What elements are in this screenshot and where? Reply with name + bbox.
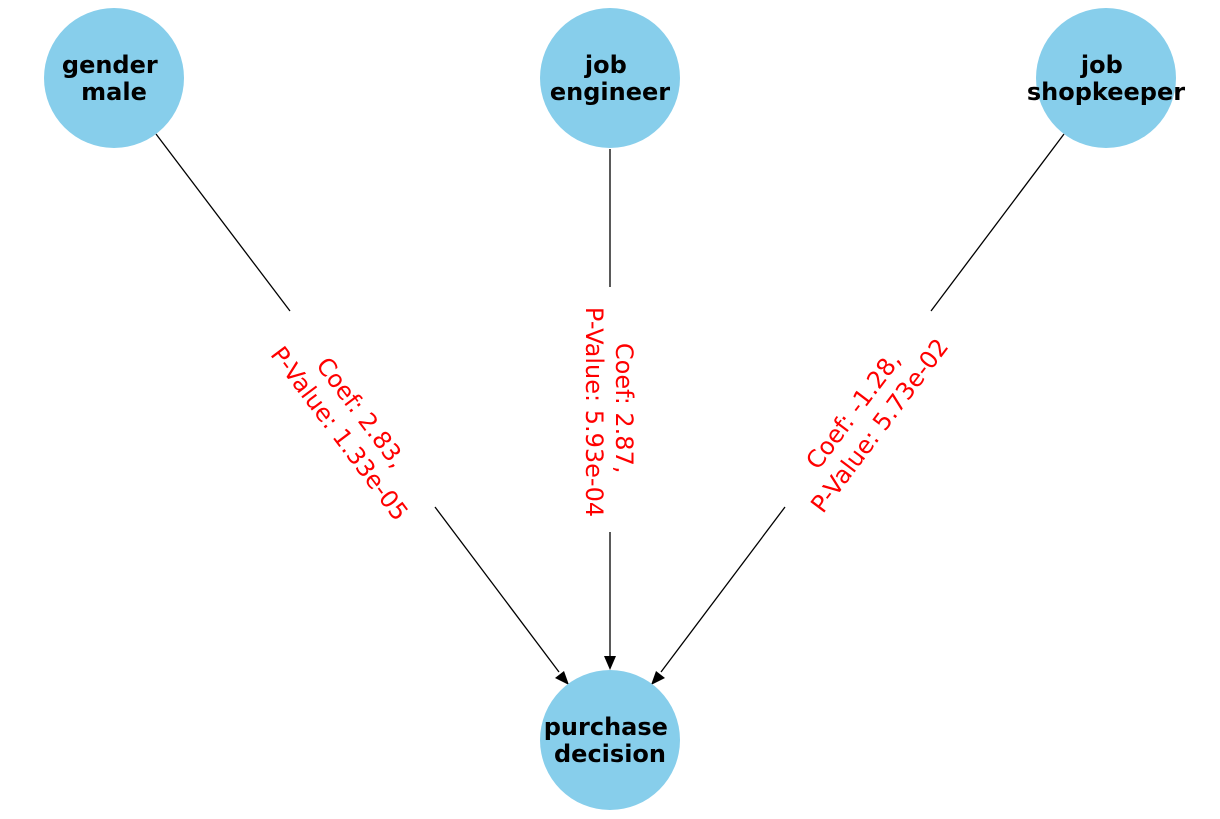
- arrowhead-icon: [604, 656, 616, 670]
- edge-label-job-engineer: Coef: 2.87, P-Value: 5.93e-04: [580, 307, 638, 517]
- node-label-line-1: job: [1080, 51, 1123, 79]
- edge-label-gender-male: Coef: 2.83, P-Value: 1.33e-05: [265, 323, 438, 526]
- node-label-line-1: gender: [62, 51, 158, 79]
- node-gender-male: gender male: [44, 8, 184, 148]
- edge-label-line-2: P-Value: 5.93e-04: [580, 307, 608, 517]
- edge-label-job-shopkeeper: Coef: -1.28, P-Value: 5.73e-02: [781, 315, 954, 518]
- node-label-gender-male: gender male: [62, 51, 166, 106]
- node-job-shopkeeper: job shopkeeper: [1027, 8, 1185, 148]
- node-circle: [540, 670, 680, 810]
- edges-layer: Coef: 2.83, P-Value: 1.33e-05 Coef: 2.87…: [155, 133, 1065, 685]
- nodes-layer: gender male job engineer job shopkeeper …: [44, 8, 1185, 810]
- node-job-engineer: job engineer: [540, 8, 680, 148]
- node-label-line-1: job: [584, 51, 627, 79]
- edge-job-engineer-to-purchase-decision: Coef: 2.87, P-Value: 5.93e-04: [580, 149, 638, 670]
- node-circle: [540, 8, 680, 148]
- edge-line-segment: [155, 133, 291, 312]
- arrowhead-icon: [651, 671, 665, 685]
- edge-job-shopkeeper-to-purchase-decision: Coef: -1.28, P-Value: 5.73e-02: [651, 133, 1065, 685]
- edge-line-segment: [660, 506, 786, 673]
- node-label-line-2: male: [81, 78, 147, 106]
- edge-gender-male-to-purchase-decision: Coef: 2.83, P-Value: 1.33e-05: [155, 133, 569, 685]
- node-label-line-1: purchase: [544, 713, 668, 741]
- node-purchase-decision: purchase decision: [540, 670, 680, 810]
- node-label-line-2: decision: [554, 740, 666, 768]
- node-circle: [1036, 8, 1176, 148]
- node-label-job-shopkeeper: job shopkeeper: [1027, 51, 1185, 106]
- node-label-line-2: engineer: [550, 78, 670, 106]
- node-label-purchase-decision: purchase decision: [544, 713, 677, 768]
- edge-line-segment: [434, 506, 560, 673]
- node-label-line-2: shopkeeper: [1027, 78, 1185, 106]
- node-circle: [44, 8, 184, 148]
- edge-label-line-1: Coef: 2.87,: [610, 343, 638, 474]
- edge-line-segment: [930, 133, 1065, 312]
- arrowhead-icon: [555, 671, 569, 685]
- node-label-job-engineer: job engineer: [550, 51, 670, 106]
